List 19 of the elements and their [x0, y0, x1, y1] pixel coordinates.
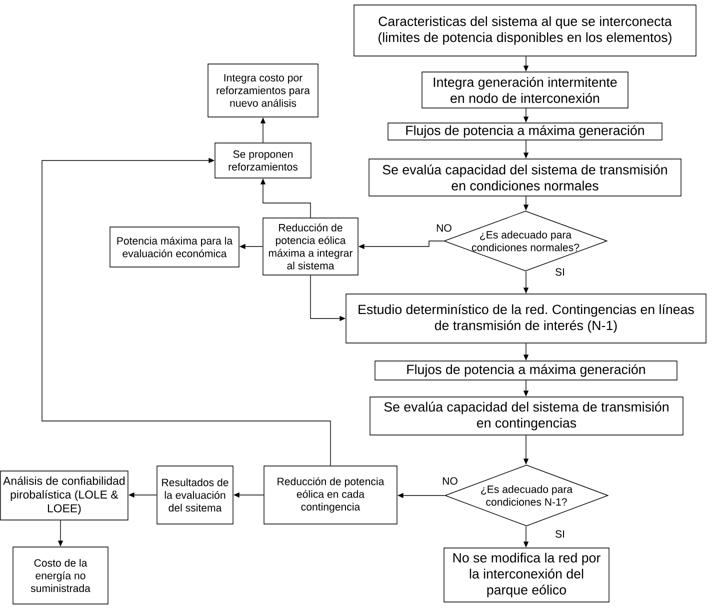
process-box: Se proponen reforzamientos: [214, 142, 312, 178]
process-box: Costo de la energía no suministrada: [12, 546, 108, 604]
process-box: Integra costo por reforzamientos para nuevo análisis: [208, 64, 318, 118]
process-box: Caracteristicas del sistema al que se interconecta (limites de potencia disponibles en los elementos): [354, 4, 696, 56]
process-box: Integra generación intermitente en nodo de interconexión: [422, 72, 628, 108]
arrow: [42, 158, 331, 466]
process-box: Resultados de la evaluación del ssitema: [156, 466, 234, 524]
edge-label: NO: [441, 476, 459, 486]
process-box: Reducción de potencia eólica máxima a integrar al sistema: [262, 218, 358, 276]
process-box: Reducción de potencia eólica en cada contingencia: [264, 466, 398, 524]
process-box: Se evalúa capacidad del sistema de transmisión en contingencias: [370, 396, 684, 436]
process-box: Se evalúa capacidad del sistema de transmisión en condiciones normales: [368, 158, 682, 196]
process-box: No se modifica la red por la interconexión del parque eólico: [444, 548, 610, 602]
process-box: Potencia máxima para la evaluación económica: [110, 226, 240, 268]
edge-label: SI: [554, 529, 566, 539]
process-box: Flujos de potencia a máxima generación: [388, 122, 662, 140]
process-box: Análisis de confiabilidad pirobalística (LOLE & LOEE): [0, 470, 128, 520]
process-box: Flujos de potencia a máxima generación: [374, 360, 678, 380]
process-box: Estudio determinístico de la red. Contingencias en líneas de transmisión de interés (N-1): [346, 294, 706, 344]
